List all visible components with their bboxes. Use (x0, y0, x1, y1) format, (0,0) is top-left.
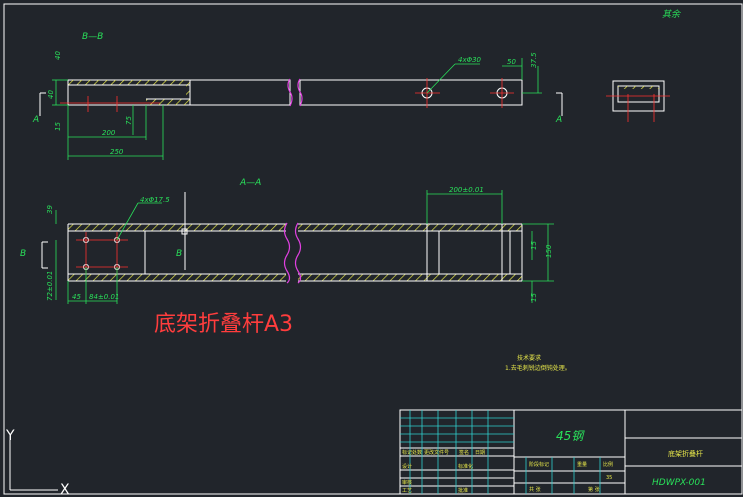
section-bb-view: B—B A A 40 40 15 (32, 32, 563, 160)
section-b-left: B (20, 249, 26, 259)
section-bb-label: B—B (82, 32, 103, 42)
svg-text:更改文件号: 更改文件号 (424, 449, 449, 456)
svg-text:72±0.01: 72±0.01 (46, 271, 54, 301)
svg-text:标记: 标记 (402, 449, 412, 456)
section-a-right: A (555, 115, 562, 125)
svg-text:75: 75 (125, 116, 133, 125)
drawing-title: 底架折叠杆A3 (154, 312, 293, 337)
ucs-icon: Y X (5, 428, 70, 497)
svg-text:15: 15 (530, 293, 538, 302)
svg-text:45: 45 (72, 293, 81, 301)
part-name-text: 底架折叠杆 (668, 449, 703, 458)
svg-text:工艺: 工艺 (402, 488, 412, 494)
svg-text:重量: 重量 (577, 461, 587, 468)
svg-text:4xΦ30: 4xΦ30 (458, 56, 482, 64)
svg-text:15: 15 (54, 122, 62, 131)
svg-text:审核: 审核 (402, 479, 412, 486)
svg-text:阶段标记: 阶段标记 (529, 461, 549, 468)
svg-text:84±0.01: 84±0.01 (89, 293, 119, 301)
ucs-x-label: X (60, 482, 70, 497)
section-aa-label: A—A (239, 178, 261, 188)
drawing-number-text: HDWPX-001 (652, 478, 706, 488)
tech-note-title: 技术要求 (517, 354, 541, 362)
end-view (606, 80, 670, 122)
svg-text:日期: 日期 (475, 450, 485, 456)
title-block: 45钢 底架折叠杆 HDWPX-001 标记 处数 更改文件号 签名 日期 设计… (399, 409, 743, 495)
svg-text:处数: 处数 (412, 449, 422, 456)
section-a-left: A (32, 115, 39, 125)
svg-text:标准化: 标准化 (458, 463, 473, 470)
svg-text:第 张: 第 张 (588, 486, 600, 493)
svg-text:150: 150 (545, 244, 553, 258)
section-aa-view: A—A B (20, 178, 554, 304)
svg-text:35: 35 (606, 475, 612, 481)
svg-text:40: 40 (47, 90, 55, 99)
section-b-mid: B (176, 249, 182, 259)
svg-text:签名: 签名 (459, 449, 469, 456)
svg-text:39: 39 (46, 205, 54, 214)
svg-text:15: 15 (530, 241, 538, 250)
svg-text:40: 40 (54, 51, 62, 60)
svg-text:4xΦ17.5: 4xΦ17.5 (140, 196, 170, 204)
svg-text:200: 200 (102, 129, 116, 137)
svg-text:批准: 批准 (458, 487, 468, 494)
svg-text:50: 50 (507, 58, 516, 66)
svg-text:37.5: 37.5 (530, 52, 538, 68)
material-text: 45钢 (556, 429, 585, 443)
svg-text:250: 250 (110, 148, 124, 156)
ucs-y-label: Y (5, 428, 15, 444)
top-right-note: 其余 (662, 9, 681, 20)
svg-text:200±0.01: 200±0.01 (449, 186, 484, 194)
svg-text:比例: 比例 (603, 461, 613, 468)
svg-text:共 张: 共 张 (529, 486, 541, 493)
svg-text:设计: 设计 (402, 463, 412, 470)
tech-note-body: 1.去毛刺锐边倒钝处理。 (505, 364, 571, 372)
drawing-frame (3, 3, 743, 495)
